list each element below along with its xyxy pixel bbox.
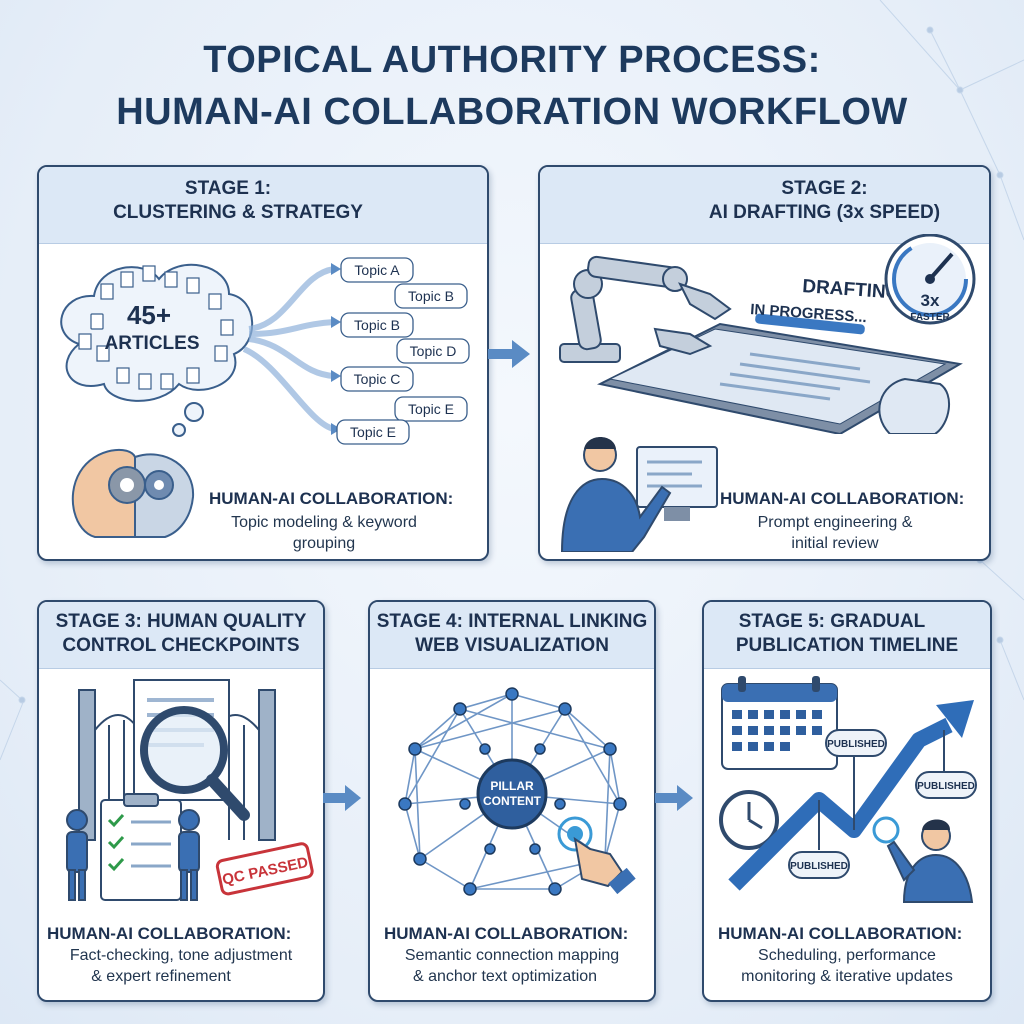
stage3-collab-label: HUMAN-AI COLLABORATION: [47, 924, 292, 943]
gauge-value: 3x [921, 291, 940, 310]
stage4-collab-desc: Semantic connection mapping & anchor tex… [372, 945, 652, 987]
stage4-collab-label: HUMAN-AI COLLABORATION: [384, 924, 629, 943]
published-badge [915, 771, 977, 799]
stage5-illustration: PUBLISHED PUBLISHED PUBLISHED [719, 676, 977, 903]
pillar-node [476, 758, 548, 830]
stage3-desc-line1: Fact-checking, tone adjustment [69, 947, 293, 964]
stage2-collab-desc: Prompt engineering & initial review [715, 512, 955, 554]
stage3-panel: STAGE 3: HUMAN QUALITY CONTROL CHECKPOIN… [37, 600, 325, 1002]
stage5-desc-line2: monitoring & iterative updates [741, 968, 953, 985]
stage5-desc-line1: Scheduling, performance [758, 947, 936, 964]
stage1-collab-label: HUMAN-AI COLLABORATION: [209, 489, 454, 508]
cloud-label: ARTICLES [105, 333, 200, 354]
stage5-title-line2: PUBLICATION TIMELINE [735, 635, 959, 656]
stage4-header: STAGE 4: INTERNAL LINKING WEB VISUALIZAT… [370, 602, 654, 669]
topic-bubble [340, 257, 414, 283]
stage3-desc-line2: & expert refinement [91, 968, 231, 985]
topic-bubble [396, 338, 470, 364]
hand-icon [878, 377, 951, 434]
stage2-header: STAGE 2: AI DRAFTING (3x SPEED) [540, 167, 989, 244]
published-label: PUBLISHED [917, 781, 975, 792]
topic-bubble [340, 366, 414, 392]
stage3-illustration: QC PASSED [66, 679, 314, 901]
person-at-monitor-icon [560, 437, 718, 552]
clock-icon [719, 790, 779, 850]
page-title-line2: HUMAN-AI COLLABORATION WORKFLOW [116, 91, 908, 133]
robot-arm-icon [559, 255, 732, 363]
trend-arrow-icon [728, 700, 974, 891]
stage1-desc-line1: Topic modeling & keyword [231, 514, 417, 531]
flow-arrow-4-5 [655, 785, 693, 811]
topic-bubble [340, 312, 414, 338]
person-icon [66, 809, 200, 901]
qc-stamp-icon: QC PASSED [215, 842, 314, 896]
pillar-line1: PILLAR [490, 779, 534, 793]
stage3-title-line1: STAGE 3: HUMAN QUALITY [55, 611, 307, 632]
gauge-label: FASTER [910, 312, 950, 323]
human-ai-head-icon [71, 449, 195, 538]
stage2-panel: STAGE 2: AI DRAFTING (3x SPEED) DRAFTING… [538, 165, 991, 561]
topic-bubble [336, 419, 410, 445]
cloud-count: 45+ [127, 300, 171, 330]
stage5-title-line1: STAGE 5: GRADUAL [738, 611, 926, 632]
magnifier-icon [140, 706, 250, 821]
stage1-illustration: 45+ ARTICLES Topic A Topic B Topic B [60, 257, 470, 445]
stage2-illustration: DRAFTING IN PROGRESS... 3x FASTER [559, 234, 976, 434]
stage5-header: STAGE 5: GRADUAL PUBLICATION TIMELINE [704, 602, 990, 669]
stage4-title-line1: STAGE 4: INTERNAL LINKING [376, 611, 648, 632]
stage3-header: STAGE 3: HUMAN QUALITY CONTROL CHECKPOIN… [39, 602, 323, 669]
stage2-title-line2: AI DRAFTING (3x SPEED) [708, 202, 941, 223]
flow-arrow-1-2 [488, 340, 530, 368]
stage1-desc-line2: grouping [292, 535, 356, 552]
stage3-title-line2: CONTROL CHECKPOINTS [62, 635, 300, 656]
stage1-collab-desc: Topic modeling & keyword grouping [204, 512, 444, 554]
topic-bubble [394, 283, 468, 309]
stage4-desc-line1: Semantic connection mapping [404, 947, 620, 964]
stage1-panel: STAGE 1: CLUSTERING & STRATEGY 45+ ARTIC… [37, 165, 489, 561]
stage1-title-line1: STAGE 1: [184, 178, 272, 199]
stage4-panel: STAGE 4: INTERNAL LINKING WEB VISUALIZAT… [368, 600, 656, 1002]
published-label: PUBLISHED [790, 861, 848, 872]
topic-label: Topic D [410, 343, 457, 359]
published-badge [825, 729, 887, 757]
stage3-collab-desc: Fact-checking, tone adjustment & expert … [41, 945, 321, 987]
page-title-line1: TOPICAL AUTHORITY PROCESS: [203, 39, 821, 81]
document-icon [78, 265, 234, 390]
stage5-panel: STAGE 5: GRADUAL PUBLICATION TIMELINE [702, 600, 992, 1002]
stage2-collab-label: HUMAN-AI COLLABORATION: [720, 489, 965, 508]
topic-label: Topic E [408, 401, 454, 417]
clipboard-checklist-icon [100, 793, 182, 901]
stage5-collab-label: HUMAN-AI COLLABORATION: [718, 924, 963, 943]
calendar-icon [721, 676, 838, 770]
network-web-icon: PILLAR CONTENT [398, 687, 636, 896]
published-label: PUBLISHED [827, 739, 885, 750]
topic-label: Topic E [350, 424, 396, 440]
stage2-title-line1: STAGE 2: [781, 178, 868, 199]
topic-label: Topic A [354, 262, 400, 278]
topic-label: Topic B [354, 317, 400, 333]
person-icon [872, 816, 974, 903]
stage5-collab-desc: Scheduling, performance monitoring & ite… [707, 945, 987, 987]
published-badge [788, 851, 850, 879]
pointer-hand-icon [557, 816, 636, 895]
topic-label: Topic C [354, 371, 401, 387]
stage2-desc-line1: Prompt engineering & [757, 514, 913, 531]
stage1-title-line2: CLUSTERING & STRATEGY [113, 202, 363, 223]
topic-label: Topic B [408, 288, 454, 304]
speed-gauge-icon [884, 234, 976, 325]
pillar-line2: CONTENT [483, 794, 542, 808]
stage4-title-line2: WEB VISUALIZATION [415, 635, 609, 656]
stage2-desc-line2: initial review [791, 535, 879, 552]
stage1-header: STAGE 1: CLUSTERING & STRATEGY [39, 167, 487, 244]
flow-arrow-3-4 [323, 785, 361, 811]
topic-bubble [394, 396, 468, 422]
stage4-desc-line2: & anchor text optimization [412, 968, 598, 985]
